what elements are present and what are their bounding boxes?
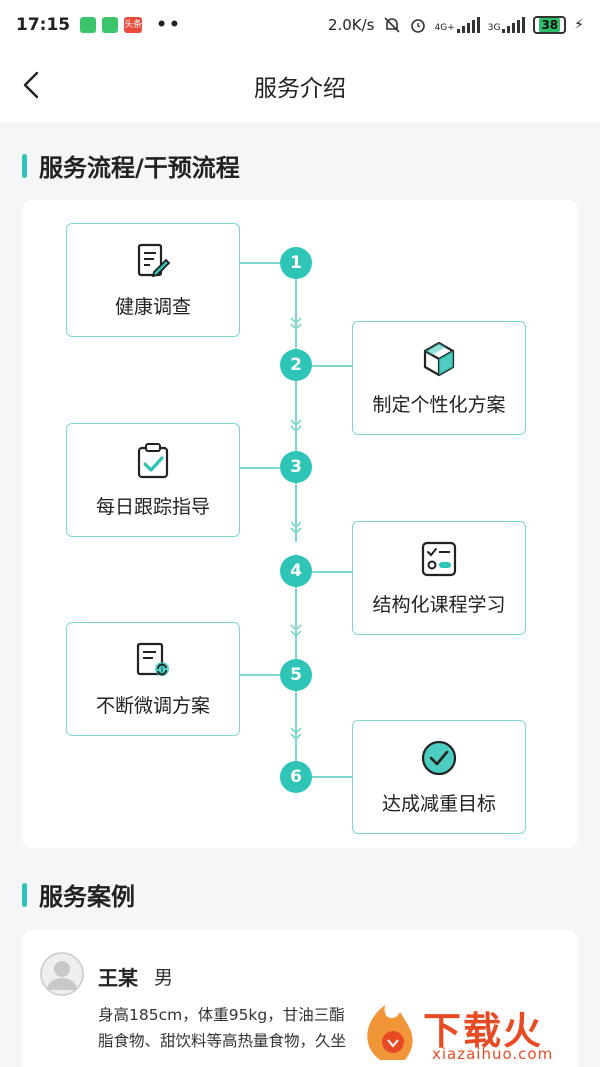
back-arrow-icon[interactable] <box>18 70 48 100</box>
cube-icon <box>423 341 455 376</box>
course-list-icon <box>421 541 457 576</box>
section-accent-bar <box>22 882 27 907</box>
document-refresh-icon <box>136 642 169 676</box>
survey-pen-icon <box>137 243 171 277</box>
network-speed: 2.0K/s <box>327 16 375 34</box>
battery-icon: 38 <box>533 16 567 34</box>
step-4-label: 结构化课程学习 <box>372 593 506 616</box>
flow-connector <box>295 279 297 542</box>
step-connector <box>312 571 352 573</box>
status-right: 2.0K/s 4G+ 3G 38 ⚡ <box>328 16 584 34</box>
step-3-card: 每日跟踪指导 <box>66 423 240 537</box>
flow-section-title: 服务流程/干预流程 <box>39 154 240 182</box>
step-5-card: 不断微调方案 <box>66 622 240 736</box>
step-1-number: 1 <box>280 247 312 279</box>
check-circle-icon <box>421 740 457 775</box>
charging-icon: ⚡ <box>574 17 584 33</box>
watermark-domain: xiazaihuo.com <box>432 1045 554 1063</box>
flow-section-header: 服务流程/干预流程 <box>22 148 240 183</box>
step-2-number: 2 <box>280 349 312 381</box>
step-1-label: 健康调查 <box>114 295 191 318</box>
step-6-label: 达成减重目标 <box>381 792 496 815</box>
status-bar: 17:15 头条 •• 2.0K/s 4G+ 3G 38 ⚡ <box>0 0 600 50</box>
step-4-number: 4 <box>280 555 312 587</box>
step-connector <box>312 776 352 778</box>
step-5-label: 不断微调方案 <box>95 694 210 717</box>
case-section-header: 服务案例 <box>22 877 135 912</box>
avatar <box>40 952 84 996</box>
status-time: 17:15 <box>16 15 71 35</box>
chevron-down-icon <box>290 521 302 535</box>
mute-bell-icon <box>383 17 400 33</box>
signal-3g: 3G <box>488 17 526 33</box>
chevron-down-icon <box>290 624 302 638</box>
step-2-label: 制定个性化方案 <box>372 393 506 416</box>
notification-icons: 头条 <box>80 17 142 33</box>
step-6-number: 6 <box>280 761 312 793</box>
step-5-number: 5 <box>280 659 312 691</box>
wechat-icon <box>80 17 97 33</box>
step-4-card: 结构化课程学习 <box>352 521 526 635</box>
case-card[interactable]: 王某 男 身高185cm，体重95kg，甘油三酯 脂食物、甜饮料等高热量食物，久… <box>22 930 578 1067</box>
chevron-down-icon <box>290 317 302 331</box>
signal-4g: 4G+ <box>435 17 480 33</box>
case-desc-line-1: 身高185cm，体重95kg，甘油三酯 <box>98 1006 345 1024</box>
chevron-down-icon <box>290 727 302 741</box>
case-name: 王某 <box>98 966 138 990</box>
step-connector <box>312 365 352 367</box>
watermark-brand: 下载火 <box>423 1009 544 1053</box>
chevron-down-icon <box>290 419 302 433</box>
case-section-title: 服务案例 <box>39 883 135 911</box>
step-6-card: 达成减重目标 <box>352 720 526 834</box>
flame-logo-icon <box>367 1005 413 1060</box>
step-1-card: 健康调查 <box>66 223 240 337</box>
step-3-label: 每日跟踪指导 <box>95 495 210 518</box>
more-notifications-icon: •• <box>156 15 182 35</box>
nav-bar: 服务介绍 <box>0 50 600 122</box>
section-accent-bar <box>22 153 27 178</box>
signal-4g-icon <box>456 17 480 33</box>
step-2-card: 制定个性化方案 <box>352 321 526 435</box>
flow-card: 健康调查 1 制定个性化方案 2 每日跟踪指导 3 结构化课程 <box>22 200 578 848</box>
case-gender: 男 <box>154 967 174 989</box>
alarm-clock-icon <box>410 19 425 33</box>
step-3-number: 3 <box>280 451 312 483</box>
page-title: 服务介绍 <box>254 76 346 102</box>
flow-connector <box>295 579 297 675</box>
toutiao-icon: 头条 <box>124 17 142 33</box>
case-description: 身高185cm，体重95kg，甘油三酯 脂食物、甜饮料等高热量食物，久坐 <box>98 1002 568 1054</box>
clipboard-check-icon <box>137 442 169 478</box>
signal-3g-icon <box>502 17 526 33</box>
case-desc-line-2: 脂食物、甜饮料等高热量食物，久坐 <box>98 1032 347 1050</box>
step-connector <box>240 674 280 676</box>
user-avatar-icon <box>40 952 84 996</box>
step-connector <box>240 467 280 469</box>
step-connector <box>240 262 280 264</box>
flow-connector <box>295 688 297 764</box>
wechat-icon-2 <box>102 17 119 33</box>
